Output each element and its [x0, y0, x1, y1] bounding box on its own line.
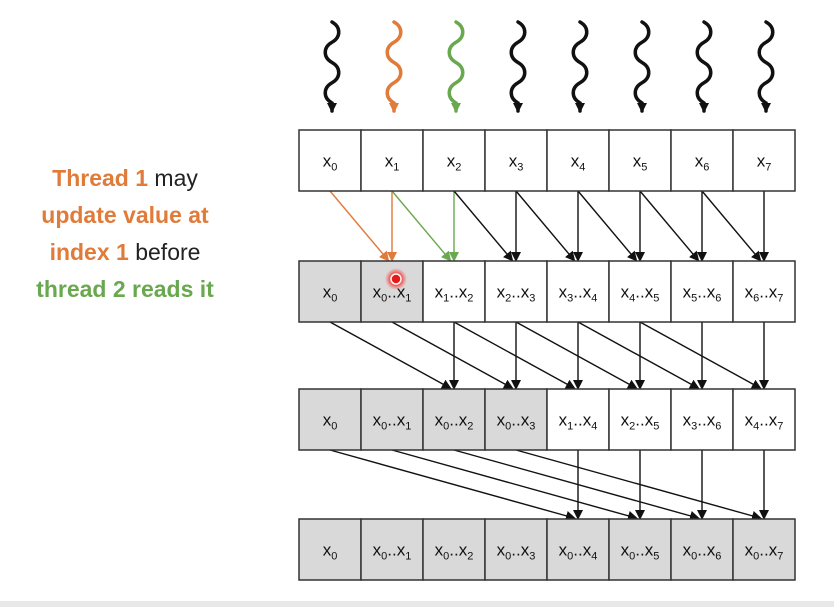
row1-cell0 — [298, 260, 362, 323]
row0-cell3 — [484, 129, 548, 192]
row1-cell4-label: x3..x4 — [559, 283, 598, 305]
arrow-diagonal-step1-from1-to2 — [391, 190, 452, 262]
row2-cell3 — [484, 388, 548, 451]
row3-cell1 — [360, 518, 424, 581]
row0-cell2 — [422, 129, 486, 192]
row3-cell6-label: x0..x6 — [683, 541, 722, 563]
row1-cell2-label: x1..x2 — [435, 283, 474, 305]
row1-cell0-label: x0 — [323, 283, 338, 305]
arrow-diagonal-step1-from4-to5 — [577, 190, 638, 262]
arrow-diagonal-step1-from5-to6 — [639, 190, 700, 262]
row0-cell6 — [670, 129, 734, 192]
row2-cell5 — [608, 388, 672, 451]
thread-4-squiggle-icon — [571, 20, 589, 113]
row3-cell0-label: x0 — [323, 541, 338, 563]
caption-line-3-rest: before — [128, 239, 201, 265]
row2-cell4-label: x1..x4 — [559, 411, 598, 433]
row3-cell2 — [422, 518, 486, 581]
arrow-diagonal-step2-from2-to4 — [453, 321, 576, 389]
row3-cell5 — [608, 518, 672, 581]
arrow-diagonal-step1-from3-to4 — [515, 190, 576, 262]
caption-line-1-rest: may — [148, 165, 198, 191]
thread-7-squiggle-icon — [757, 20, 775, 113]
row2-cell0-label: x0 — [323, 411, 338, 433]
row3-cell4 — [546, 518, 610, 581]
threads-layer — [323, 20, 775, 113]
arrow-diagonal-step3-from0-to4 — [329, 449, 576, 521]
thread-3-squiggle-icon — [509, 20, 527, 113]
index1-label: index 1 — [49, 239, 129, 265]
row3-cell7 — [732, 518, 796, 581]
row1-cell3 — [484, 260, 548, 323]
caption-line-1: Thread 1 may — [0, 160, 250, 197]
row0-cell6-label: x6 — [695, 152, 710, 174]
row1-cell6 — [670, 260, 734, 323]
row1-cell2 — [422, 260, 486, 323]
caption-line-3: index 1 before — [0, 234, 250, 271]
row2-cell7-label: x4..x7 — [745, 411, 784, 433]
row3-cell5-label: x0..x5 — [621, 541, 660, 563]
row3-cell4-label: x0..x4 — [559, 541, 598, 563]
arrow-diagonal-step3-from1-to5 — [391, 449, 638, 521]
thread-5-squiggle-icon — [633, 20, 651, 113]
caption-line-4: thread 2 reads it — [36, 276, 214, 302]
row2-cell7 — [732, 388, 796, 451]
cells-layer: x0 x1 x2 x3 x4 x5 x6 x7 x0 x0..x1 x1..x2 x2..x3 x3..… — [298, 129, 796, 581]
row2-cell6 — [670, 388, 734, 451]
marker-layer — [385, 268, 407, 290]
arrow-diagonal-step2-from0-to2 — [329, 321, 452, 389]
row1-cell5 — [608, 260, 672, 323]
row0-cell0 — [298, 129, 362, 192]
arrow-diagonal-step1-from2-to3 — [453, 190, 514, 262]
row0-cell4-label: x4 — [571, 152, 586, 174]
row3-cell6 — [670, 518, 734, 581]
caption: Thread 1 may update value at index 1 bef… — [0, 160, 250, 308]
row0-cell7-label: x7 — [757, 152, 772, 174]
row1-cell7 — [732, 260, 796, 323]
caption-line-2: update value at — [41, 202, 209, 228]
pointer-marker-dot — [390, 273, 402, 285]
arrow-diagonal-step1-from6-to7 — [701, 190, 762, 262]
row0-cell1-label: x1 — [385, 152, 400, 174]
row3-cell7-label: x0..x7 — [745, 541, 784, 563]
row1-cell3-label: x2..x3 — [497, 283, 536, 305]
thread-2-squiggle-icon — [447, 20, 465, 113]
row2-cell2-label: x0..x2 — [435, 411, 474, 433]
thread-1-squiggle-icon — [385, 20, 403, 113]
row1-cell7-label: x6..x7 — [745, 283, 784, 305]
row2-cell6-label: x3..x6 — [683, 411, 722, 433]
arrow-diagonal-step2-from3-to5 — [515, 321, 638, 389]
arrow-diagonal-step3-from3-to7 — [515, 449, 762, 521]
row0-cell5 — [608, 129, 672, 192]
arrow-diagonal-step2-from5-to7 — [639, 321, 762, 389]
row1-cell6-label: x5..x6 — [683, 283, 722, 305]
row0-cell4 — [546, 129, 610, 192]
row0-cell7 — [732, 129, 796, 192]
arrows-layer — [329, 190, 769, 521]
row2-cell1-label: x0..x1 — [373, 411, 412, 433]
row3-cell1-label: x0..x1 — [373, 541, 412, 563]
bottom-strip — [0, 601, 834, 607]
thread-6-squiggle-icon — [695, 20, 713, 113]
row0-cell3-label: x3 — [509, 152, 524, 174]
arrow-diagonal-step2-from4-to6 — [577, 321, 700, 389]
arrow-diagonal-step2-from1-to3 — [391, 321, 514, 389]
row0-cell0-label: x0 — [323, 152, 338, 174]
row3-cell3-label: x0..x3 — [497, 541, 536, 563]
thread-0-squiggle-icon — [323, 20, 341, 113]
arrow-diagonal-step1-from0-to1 — [329, 190, 390, 262]
thread1-label: Thread 1 — [52, 165, 149, 191]
row0-cell5-label: x5 — [633, 152, 648, 174]
row3-cell2-label: x0..x2 — [435, 541, 474, 563]
row2-cell2 — [422, 388, 486, 451]
row1-cell5-label: x4..x5 — [621, 283, 660, 305]
row0-cell2-label: x2 — [447, 152, 462, 174]
row2-cell5-label: x2..x5 — [621, 411, 660, 433]
row0-cell1 — [360, 129, 424, 192]
arrow-diagonal-step3-from2-to6 — [453, 449, 700, 521]
row2-cell3-label: x0..x3 — [497, 411, 536, 433]
